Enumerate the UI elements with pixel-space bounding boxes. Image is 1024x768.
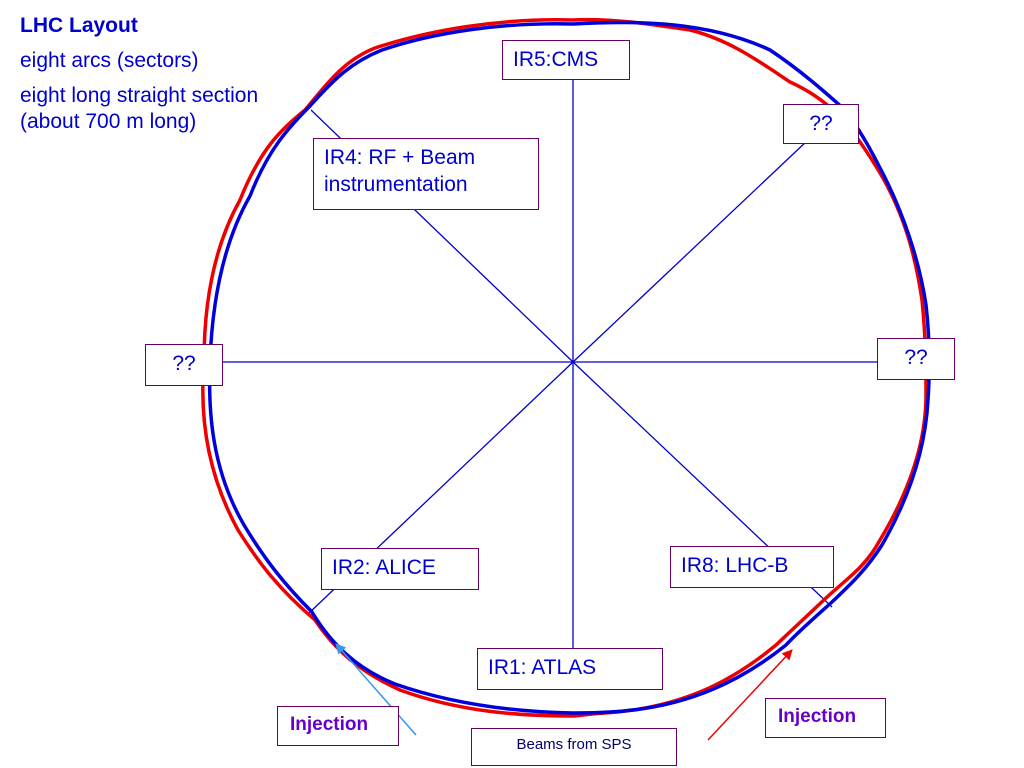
ir7-label: ?? [877,338,955,380]
ir4-label: IR4: RF + Beam instrumentation [313,138,539,210]
info-title: LHC Layout [20,14,138,37]
injection-arrow-right [707,649,793,741]
beams-from-sps-label: Beams from SPS [471,728,677,766]
injection-label-right: Injection [765,698,886,738]
ir1-label: IR1: ATLAS [477,648,663,690]
ir3-label: ?? [145,344,223,386]
info-line-straight-sections: eight long straight section (about 700 m… [20,84,259,133]
ir5-label: IR5:CMS [502,40,630,80]
spokes [222,75,880,652]
injection-arrow-left [335,643,417,736]
spoke-ir6 [572,139,809,363]
info-block: LHC Layout eight arcs (sectors) eight lo… [20,14,270,144]
ir2-label: IR2: ALICE [321,548,479,590]
injection-label-left: Injection [277,706,399,746]
ir6-label: ?? [783,104,859,144]
ir8-label: IR8: LHC-B [670,546,834,588]
beam-1-ring [207,20,932,715]
info-line-arcs: eight arcs (sectors) [20,49,199,72]
